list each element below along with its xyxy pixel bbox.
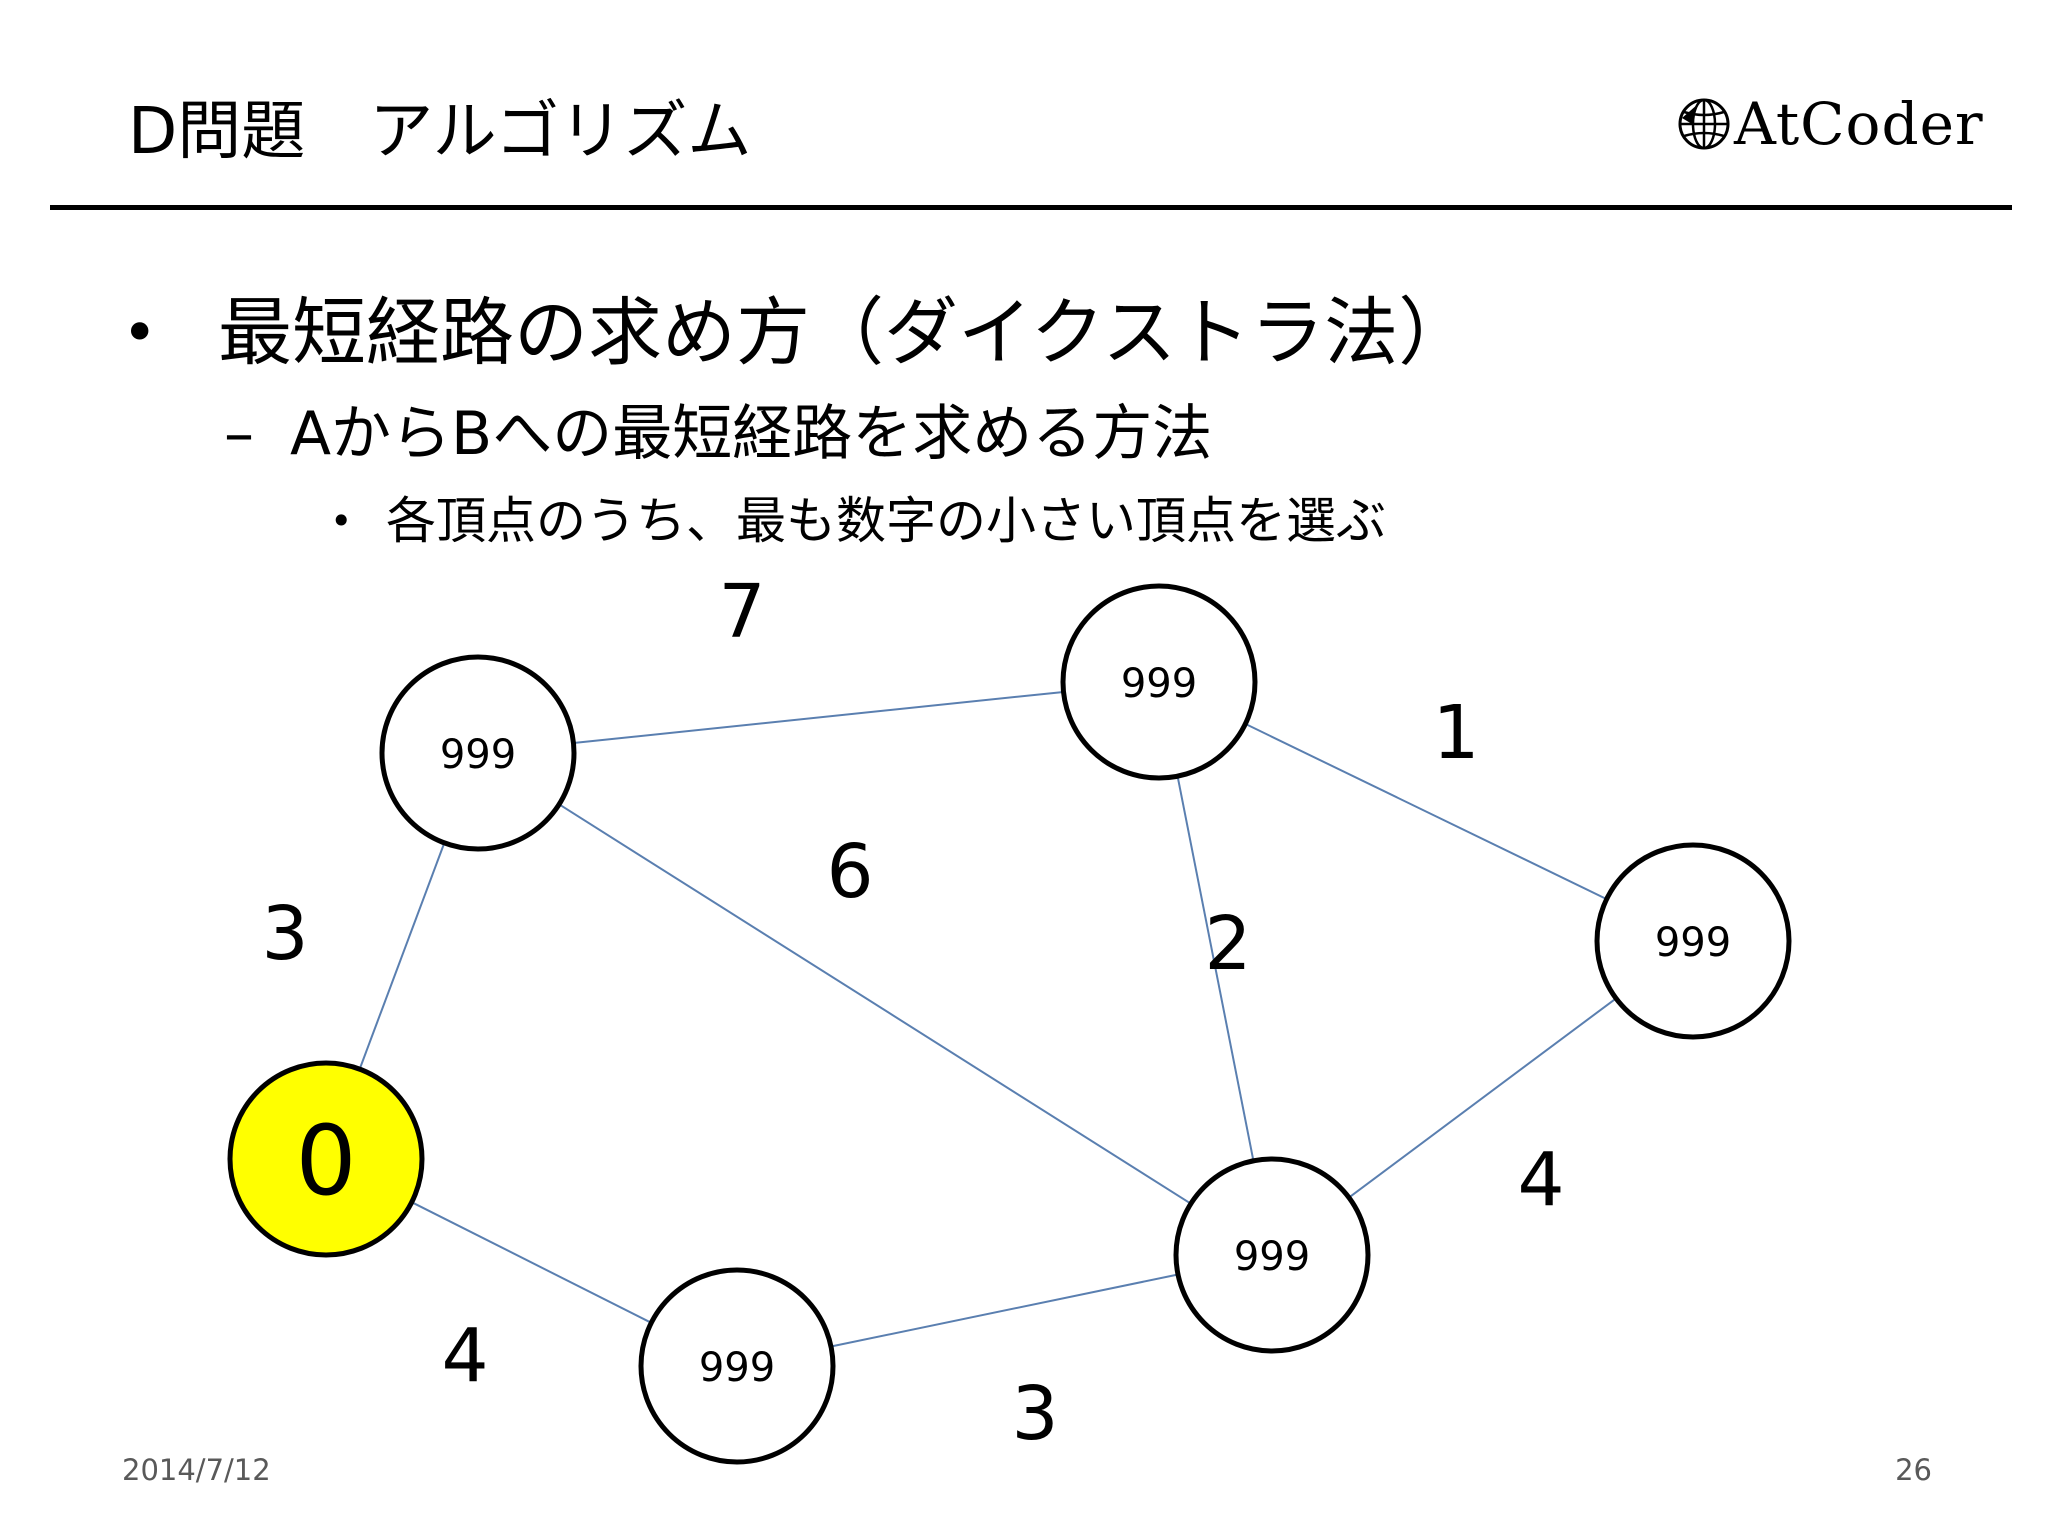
footer-date: 2014/7/12 <box>122 1453 271 1487</box>
node-circle <box>1594 842 1792 1040</box>
edge-weight-label: 2 <box>1204 901 1251 987</box>
bullet-level2-text: AからBへの最短経路を求める方法 <box>290 399 1213 469</box>
nodes-layer: 0 999 999 999 999 999 <box>227 583 1792 1465</box>
atcoder-logo: AtCoder <box>1676 92 1984 156</box>
edge-weight-label: 3 <box>261 891 308 977</box>
graph-node: 999 <box>379 654 577 852</box>
edge-n_bottom-n_center <box>830 1273 1179 1348</box>
edges-layer <box>358 690 1617 1348</box>
edge-weight-label: 6 <box>826 829 873 915</box>
edge-n_top-n_right <box>1244 722 1608 901</box>
bullet-level1: • 最短経路の求め方（ダイクストラ法） <box>122 288 1472 378</box>
node-distance-label: 999 <box>1121 661 1197 707</box>
edge-weights-layer: 3 7 6 1 2 4 4 3 <box>261 569 1564 1457</box>
bullet-level3-text: 各頂点のうち、最も数字の小さい頂点を選ぶ <box>386 492 1386 550</box>
graph-node: 999 <box>1594 842 1792 1040</box>
bullet-level3: • 各頂点のうち、最も数字の小さい頂点を選ぶ <box>330 488 1386 554</box>
title-divider <box>50 205 2012 210</box>
graph-node-start: 0 <box>227 1060 425 1258</box>
edge-weight-label: 7 <box>718 569 765 655</box>
graph-node: 999 <box>638 1267 836 1465</box>
edge-weight-label: 4 <box>1517 1137 1564 1223</box>
node-distance-label: 999 <box>1655 920 1731 966</box>
edge-n_upper_left-n_center <box>558 803 1192 1205</box>
bullet-marker-small: • <box>330 499 353 543</box>
node-distance-label: 999 <box>1234 1234 1310 1280</box>
edge-n_top-n_center <box>1176 775 1255 1162</box>
edge-weight-label: 4 <box>441 1313 488 1399</box>
globe-icon <box>1678 98 1730 150</box>
node-circle <box>1173 1156 1371 1354</box>
edge-weight-label: 1 <box>1432 690 1479 776</box>
graph-node: 999 <box>1060 583 1258 781</box>
slide-title: D問題 アルゴリズム <box>128 95 752 169</box>
logo-text: AtCoder <box>1734 90 1984 158</box>
bullet-level1-text: 最短経路の求め方（ダイクストラ法） <box>218 290 1473 376</box>
edge-n_upper_left-n_top <box>573 690 1064 745</box>
node-circle <box>379 654 577 852</box>
node-distance-label: 999 <box>440 732 516 778</box>
node-circle <box>1060 583 1258 781</box>
bullet-level2: – AからBへの最短経路を求める方法 <box>224 396 1212 472</box>
bullet-marker: • <box>122 298 158 368</box>
graph-node: 999 <box>1173 1156 1371 1354</box>
page-number: 26 <box>1895 1453 1932 1487</box>
node-circle <box>638 1267 836 1465</box>
node-distance-label: 999 <box>699 1345 775 1391</box>
dash-marker: – <box>224 399 254 469</box>
node-circle <box>227 1060 425 1258</box>
node-distance-label: 0 <box>295 1105 356 1217</box>
edge-weight-label: 3 <box>1011 1371 1058 1457</box>
edge-n_start-n_upper_left <box>358 842 446 1070</box>
edge-n_right-n_center <box>1348 997 1617 1199</box>
edge-n_start-n_bottom <box>411 1201 652 1324</box>
